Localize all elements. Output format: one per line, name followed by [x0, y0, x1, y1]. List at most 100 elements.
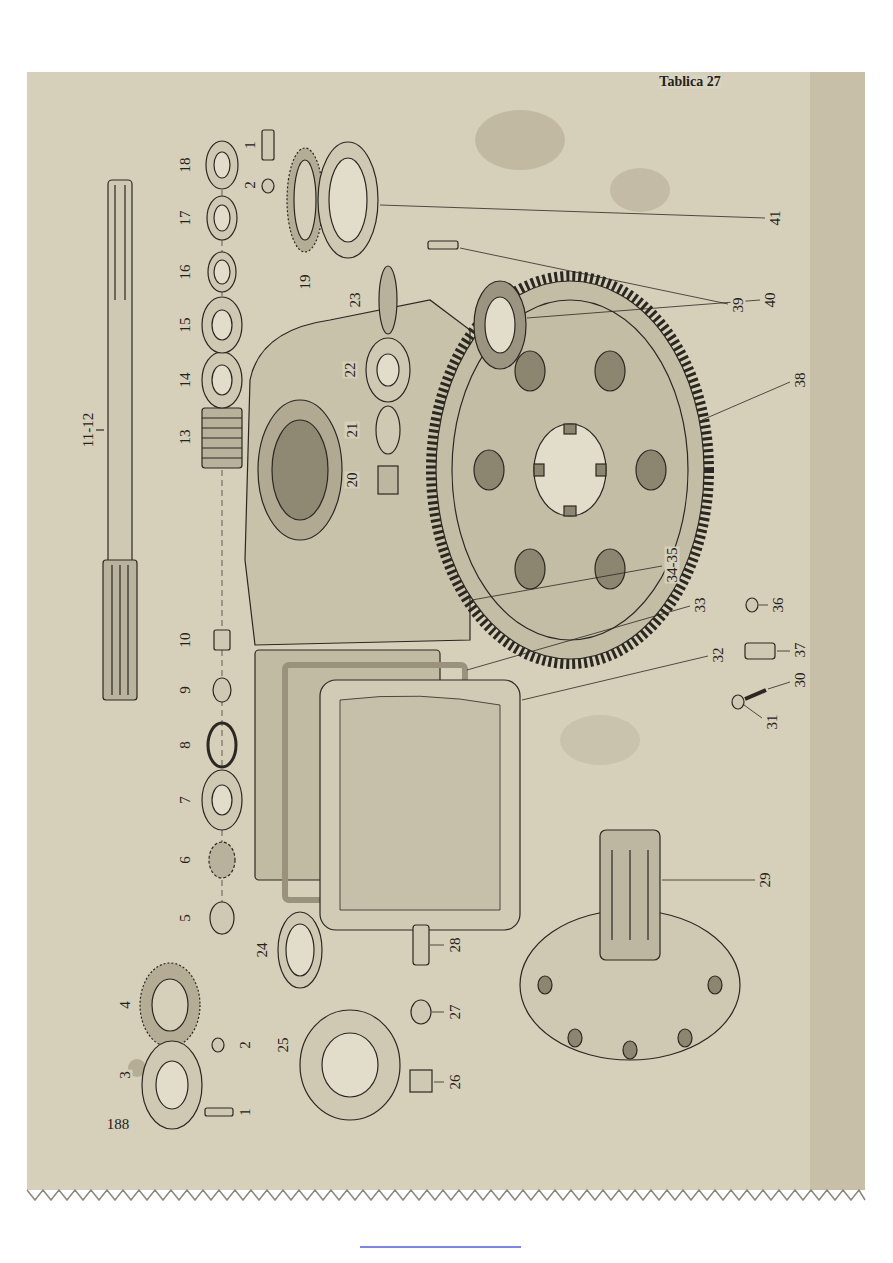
- callout-number: 32: [711, 647, 726, 664]
- spline-line: [114, 185, 115, 300]
- callout-number: 16: [178, 264, 193, 281]
- ring-bore: [214, 260, 230, 284]
- bearing-bore: [322, 1033, 378, 1097]
- leader-line: [434, 1082, 444, 1083]
- gear-tooth: [202, 457, 242, 458]
- callout-number: 41: [768, 210, 783, 227]
- leader-line: [467, 606, 690, 670]
- gear-tooth: [202, 427, 242, 428]
- gasket-bore: [294, 160, 316, 240]
- seal-ring: [206, 141, 238, 189]
- ball-bearing: [202, 770, 242, 830]
- housing-bore-inner: [272, 420, 328, 520]
- callout-number: 22: [343, 362, 358, 379]
- thrust-disc: [376, 406, 400, 454]
- washer: [207, 196, 237, 240]
- oil-seal: [474, 281, 526, 369]
- gear-hole: [595, 549, 625, 589]
- spacer-ring: [208, 252, 236, 292]
- flange-hole: [623, 1041, 637, 1059]
- callout-number: 25: [276, 1037, 291, 1054]
- table-heading: Tablica 27: [658, 75, 721, 89]
- callout-number: 9: [178, 685, 193, 695]
- leader-line: [96, 429, 104, 430]
- leader-line: [460, 248, 728, 304]
- washer: [213, 678, 231, 702]
- snap-ring: [379, 266, 397, 334]
- roller-bearing: [366, 338, 410, 402]
- gear-hole: [515, 549, 545, 589]
- callout-number: 7: [178, 795, 193, 805]
- bolt: [205, 1108, 233, 1116]
- leader-line: [432, 1012, 444, 1013]
- roller-bearing: [300, 1010, 400, 1120]
- callout-number: 1: [243, 140, 258, 150]
- gear-hole: [515, 351, 545, 391]
- callout-number: 3: [118, 1070, 133, 1080]
- callout-number: 37: [793, 642, 808, 659]
- seal-bore: [214, 152, 230, 178]
- stain: [560, 715, 640, 765]
- parts: [96, 130, 775, 1129]
- callout-number: 2: [238, 1040, 253, 1050]
- washer: [732, 695, 744, 709]
- callout-number: 40: [763, 292, 778, 309]
- bolt: [428, 241, 458, 249]
- shaft: [108, 180, 132, 570]
- page-paper: [27, 72, 865, 1190]
- link-underline: [360, 1247, 521, 1248]
- callout-number: 27: [448, 1004, 463, 1021]
- gear-teeth: [431, 276, 709, 664]
- plug: [214, 630, 230, 650]
- callout-number: 38: [793, 372, 808, 389]
- leader-line: [768, 682, 790, 689]
- callout-number: 10: [178, 632, 193, 649]
- drain-plug: [745, 643, 775, 659]
- ball-bearing: [202, 297, 242, 353]
- stain: [475, 110, 565, 170]
- sleeve-bore: [286, 924, 314, 976]
- bearing-bore: [212, 310, 232, 340]
- callout-number: 19: [298, 274, 313, 291]
- bearing-bore: [212, 785, 232, 815]
- lace-edge: [27, 1190, 865, 1200]
- leader-line: [759, 605, 768, 606]
- washer: [262, 179, 274, 193]
- leader-line: [522, 656, 708, 700]
- spline-line: [647, 850, 648, 940]
- spacer-sleeve: [278, 912, 322, 988]
- washer-bore: [214, 205, 230, 231]
- callout-number: 21: [345, 422, 360, 439]
- callout-number: 34-35: [665, 547, 680, 584]
- stain: [610, 168, 670, 212]
- lock-washer: [209, 842, 235, 878]
- gear-tooth: [202, 417, 242, 418]
- callout-number: 8: [178, 740, 193, 750]
- leader-line: [380, 205, 765, 218]
- callout-number: 26: [448, 1074, 463, 1091]
- shaft-splines: [103, 560, 137, 700]
- bearing-bore: [377, 354, 399, 386]
- cover-flange: [318, 142, 378, 258]
- flange-shaft: [600, 830, 660, 960]
- circlip: [208, 723, 236, 767]
- washer: [411, 1000, 431, 1024]
- leader-line: [472, 566, 662, 600]
- callout-number: 24: [255, 942, 270, 959]
- spline-line: [124, 185, 125, 300]
- oil-pan: [320, 680, 520, 930]
- washer: [212, 1038, 224, 1052]
- page-number: 188: [106, 1117, 131, 1132]
- seal-bore: [485, 297, 515, 353]
- gear-tooth: [202, 437, 242, 438]
- flange-hole: [708, 976, 722, 994]
- callout-number: 28: [448, 937, 463, 954]
- gear-hub: [534, 424, 606, 516]
- gear-tooth: [202, 447, 242, 448]
- callout-number: 17: [178, 210, 193, 227]
- callout-number: 13: [178, 429, 193, 446]
- book-gutter: [810, 72, 865, 1190]
- flange-hole: [538, 976, 552, 994]
- washer: [746, 598, 758, 612]
